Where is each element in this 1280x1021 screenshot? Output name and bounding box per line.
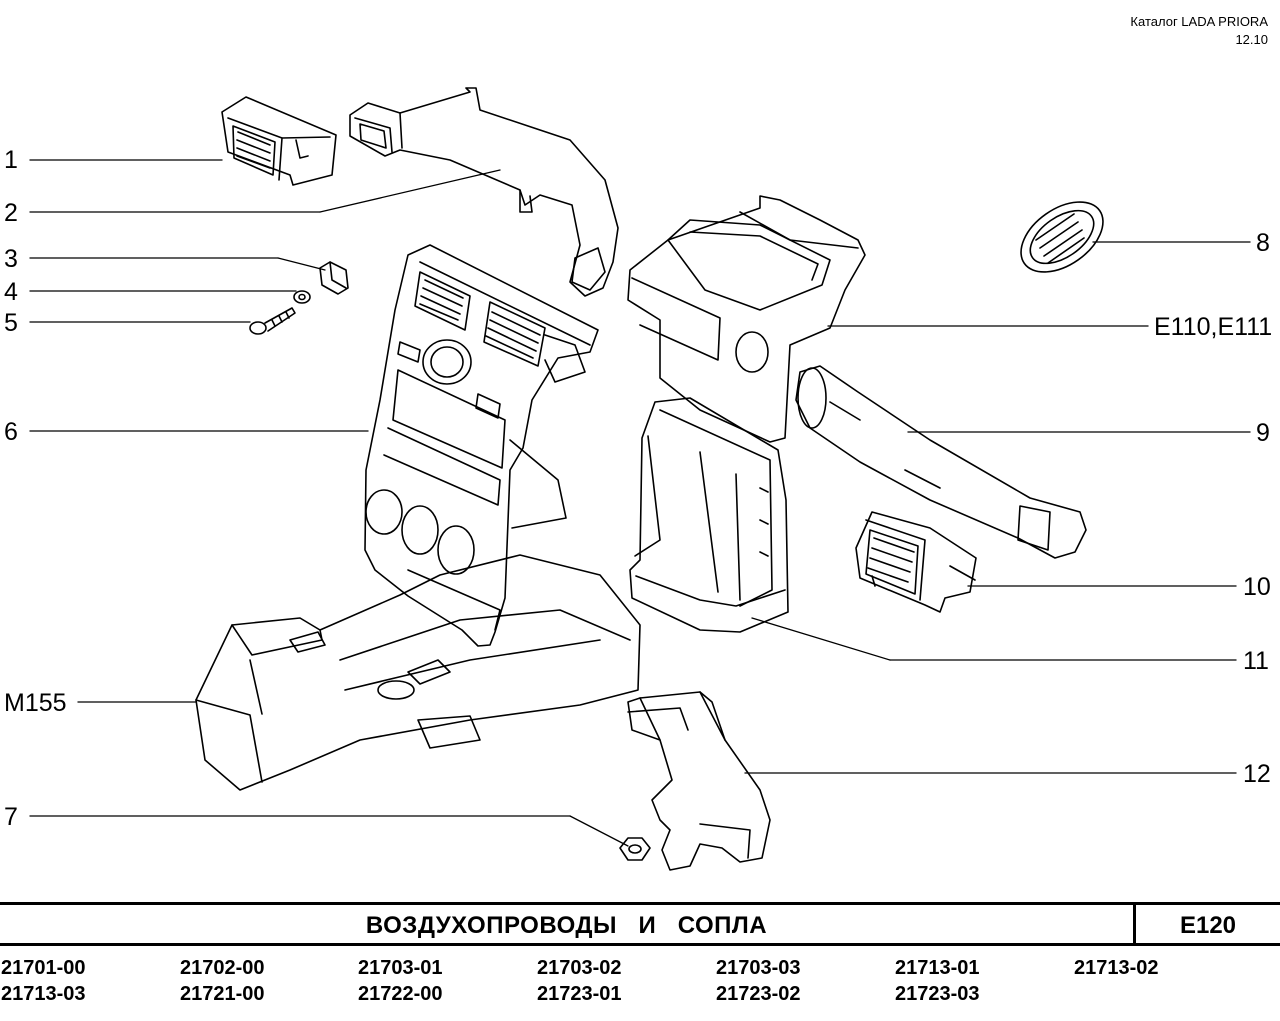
- model-number: 21721-00: [180, 983, 265, 1005]
- model-number: 21703-01: [358, 957, 443, 979]
- part-12-floor-duct: [627, 691, 771, 871]
- callout-5: 5: [4, 309, 18, 337]
- callout-12: 12: [1243, 760, 1271, 788]
- part-11-lower-housing: [629, 397, 789, 633]
- model-number: 21723-02: [716, 983, 801, 1005]
- callout-7: 7: [4, 803, 18, 831]
- model-number: 21713-01: [895, 957, 980, 979]
- section-code-cell: E120: [1133, 902, 1280, 946]
- part-m155-floor-console: [195, 554, 641, 791]
- part-9-right-duct: [795, 365, 1087, 559]
- part-1-side-nozzle: [221, 96, 337, 186]
- catalog-name: Каталог LADA PRIORA: [1130, 14, 1268, 29]
- callout-m155: M155: [4, 689, 67, 717]
- part-10-side-nozzle: [855, 511, 977, 613]
- section-code: E120: [1179, 912, 1237, 939]
- callout-3: 3: [4, 245, 18, 273]
- part-4-washer: [293, 290, 311, 304]
- callout-1: 1: [4, 146, 18, 174]
- part-6-center-frame: [364, 244, 599, 647]
- callout-11: 11: [1243, 647, 1269, 675]
- callout-4: 4: [4, 278, 18, 306]
- callout-2: 2: [4, 199, 18, 227]
- callout-8: 8: [1256, 229, 1270, 257]
- part-7-nut: [619, 837, 651, 861]
- model-number: 21713-02: [1074, 957, 1159, 979]
- callout-10: 10: [1243, 573, 1271, 601]
- catalog-date: 12.10: [1235, 32, 1268, 47]
- callout-e110-e111: E110,E111: [1154, 313, 1273, 341]
- leader-lines: [29, 159, 1251, 847]
- section-title: ВОЗДУХОПРОВОДЫ И СОПЛА: [365, 912, 768, 939]
- model-number: 21702-00: [180, 957, 265, 979]
- heater-unit-e110: [627, 195, 866, 443]
- model-number: 21703-03: [716, 957, 801, 979]
- callout-6: 6: [4, 418, 18, 446]
- model-number: 21723-01: [537, 983, 622, 1005]
- part-8-round-nozzle: [1020, 201, 1104, 273]
- model-number: 21722-00: [358, 983, 443, 1005]
- model-number: 21713-03: [1, 983, 86, 1005]
- model-number: 21701-00: [1, 957, 86, 979]
- model-number: 21723-03: [895, 983, 980, 1005]
- callout-9: 9: [1256, 419, 1270, 447]
- exploded-parts-drawing: [29, 87, 1251, 871]
- part-3-clip: [319, 261, 349, 295]
- model-number: 21703-02: [537, 957, 622, 979]
- title-bar: ВОЗДУХОПРОВОДЫ И СОПЛА E120: [0, 902, 1280, 946]
- part-5-screw: [249, 307, 296, 335]
- part-2-upper-duct: [349, 87, 619, 297]
